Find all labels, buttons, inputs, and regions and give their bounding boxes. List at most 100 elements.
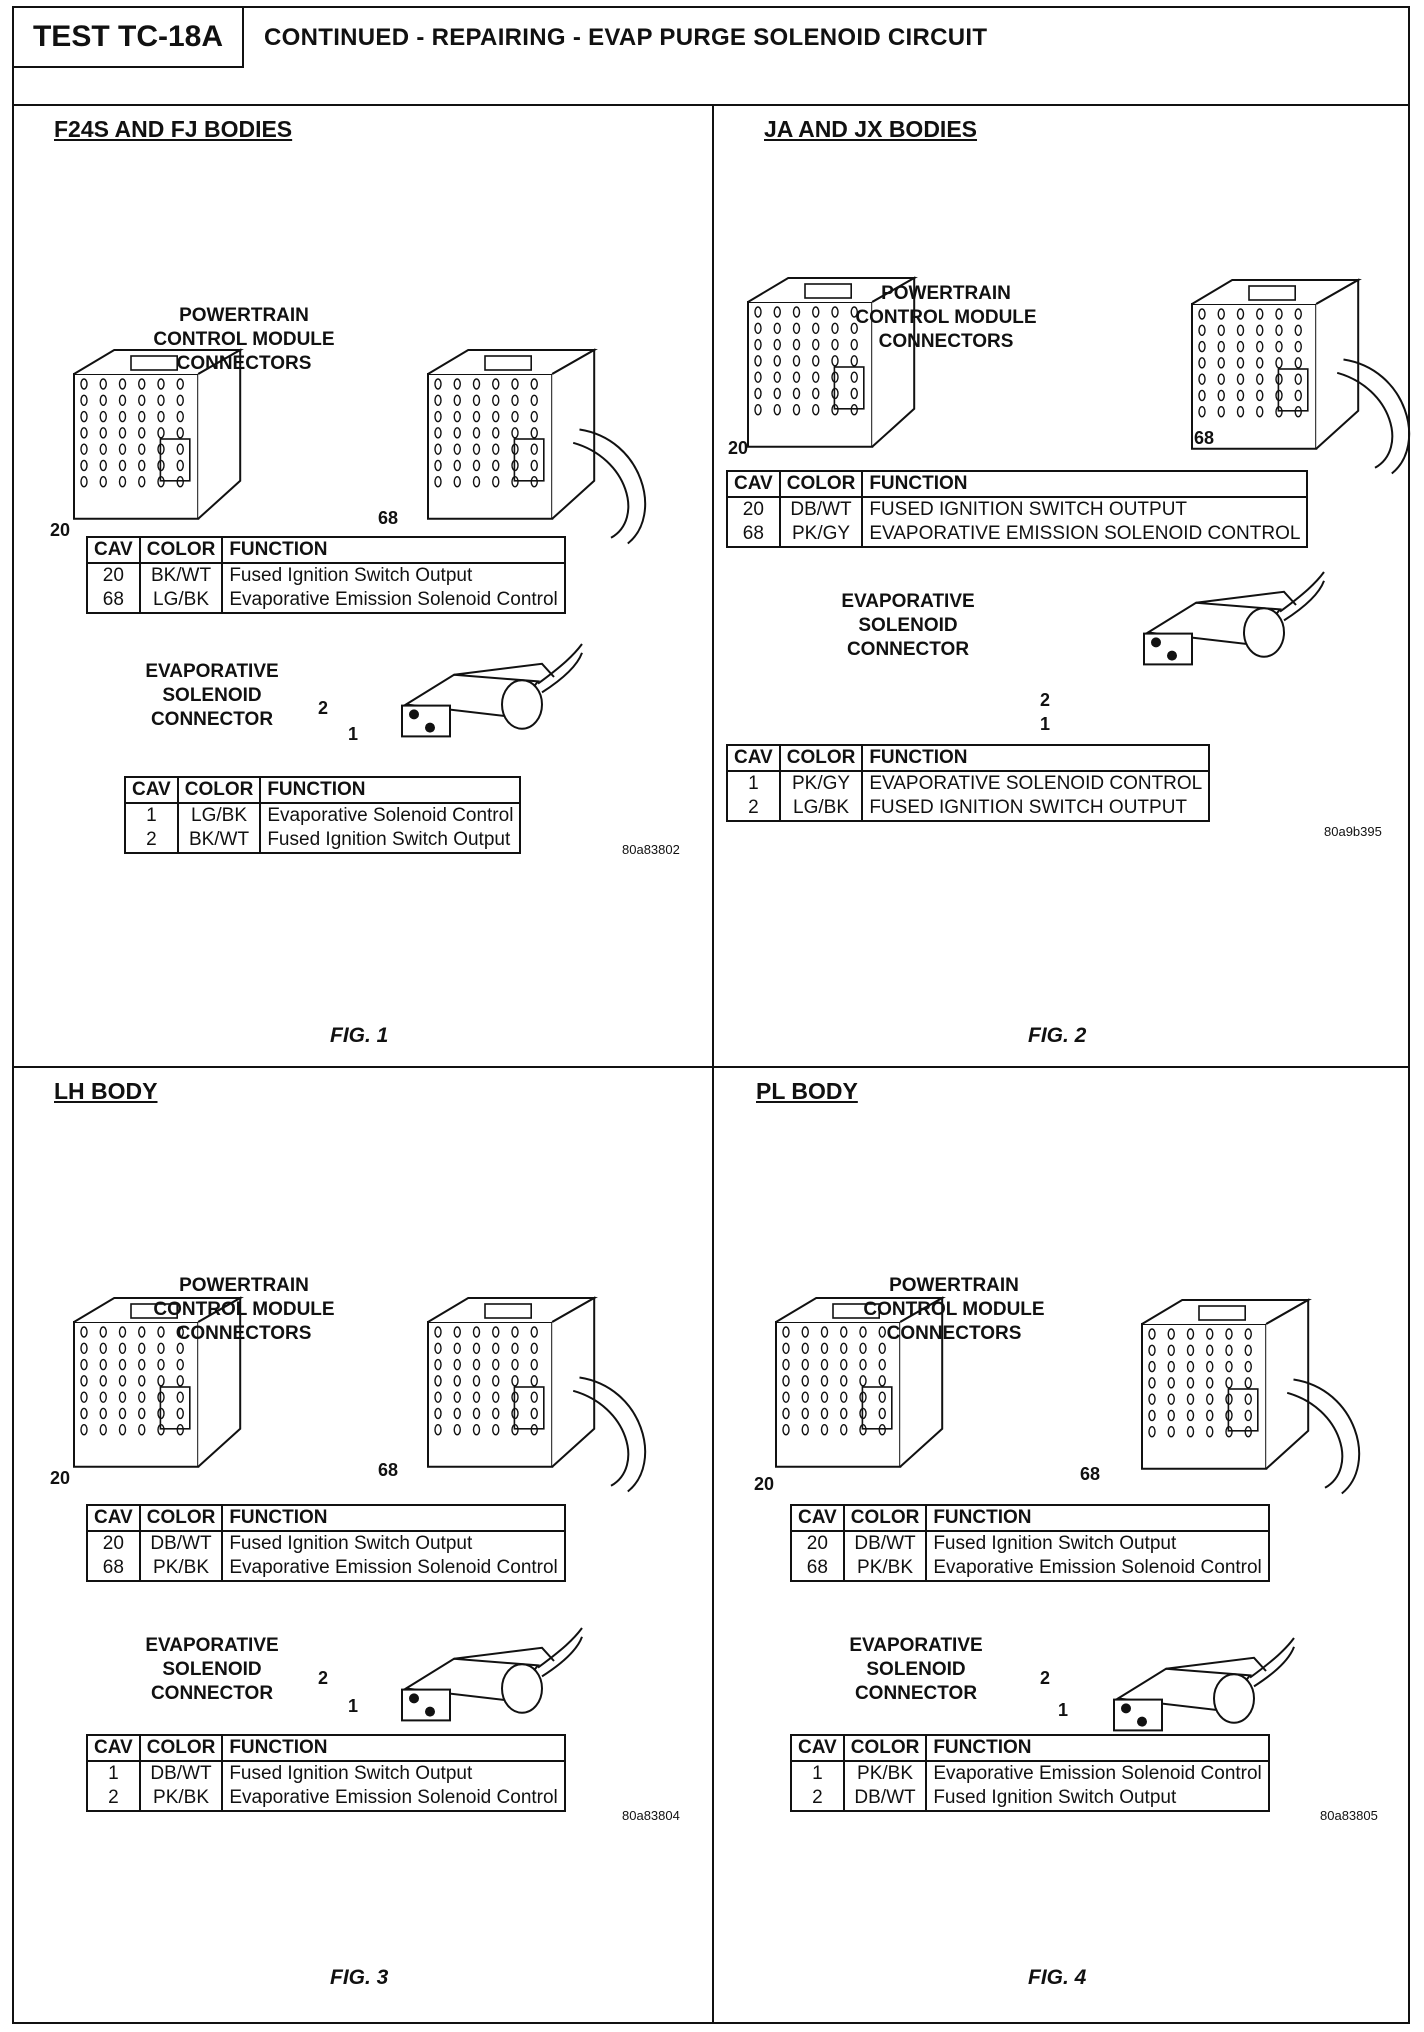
cell-cav: 68 xyxy=(86,1556,141,1582)
table-row: 1 PK/GY EVAPORATIVE SOLENOID CONTROL xyxy=(726,771,1211,796)
table-row: 20 DB/WT FUSED IGNITION SWITCH OUTPUT xyxy=(726,497,1309,522)
cell-color: DB/WT xyxy=(138,1531,224,1556)
cell-cav: 68 xyxy=(86,588,141,614)
evap-connector-label: EVAPORATIVE SOLENOID CONNECTOR xyxy=(122,1634,302,1706)
pin-label-2: 2 xyxy=(318,1668,329,1688)
pcm-connector-a-icon xyxy=(73,348,244,520)
cell-function: Fused Ignition Switch Output xyxy=(221,1761,566,1786)
label-line: SOLENOID xyxy=(858,615,958,636)
figure-panel-4: PL BODY POWERTRAIN CONTROL MODULE xyxy=(714,1068,1410,2024)
cell-cav: 20 xyxy=(726,497,781,522)
label-line: SOLENOID xyxy=(162,685,262,706)
cell-cav: 1 xyxy=(726,771,781,796)
pin-label-20: 20 xyxy=(50,1468,71,1488)
evap-pinout-table: CAV COLOR FUNCTION 1 DB/WT Fused Ignitio… xyxy=(86,1734,566,1812)
cell-function: Evaporative Emission Solenoid Control xyxy=(221,588,566,614)
cell-function: Evaporative Emission Solenoid Control xyxy=(925,1556,1270,1582)
table-row: 1 LG/BK Evaporative Solenoid Control xyxy=(124,803,522,828)
table-row: 20 BK/WT Fused Ignition Switch Output xyxy=(86,563,566,588)
illustration-code: 80a9b395 xyxy=(1324,824,1382,839)
cell-color: DB/WT xyxy=(842,1531,928,1556)
pin-label-68: 68 xyxy=(1080,1464,1101,1484)
cell-function: EVAPORATIVE EMISSION SOLENOID CONTROL xyxy=(861,522,1309,548)
panel-title: LH BODY xyxy=(54,1078,158,1104)
evap-connector-label: EVAPORATIVE SOLENOID CONNECTOR xyxy=(818,590,998,662)
pcm-connector-b-icon xyxy=(427,348,647,545)
label-line: SOLENOID xyxy=(162,1659,262,1680)
col-header-function: FUNCTION xyxy=(221,1504,566,1532)
cell-cav: 2 xyxy=(726,796,781,822)
pcm-connectors-label: POWERTRAIN CONTROL MODULE CONNECTORS xyxy=(836,282,1056,354)
cell-function: FUSED IGNITION SWITCH OUTPUT xyxy=(861,497,1309,522)
cell-color: LG/BK xyxy=(778,796,864,822)
pcm-connector-b-icon xyxy=(427,1296,647,1493)
table-row: 2 DB/WT Fused Ignition Switch Output xyxy=(790,1786,1270,1812)
label-line: CONNECTOR xyxy=(150,709,274,730)
table-row: 2 BK/WT Fused Ignition Switch Output xyxy=(124,828,522,854)
col-header-function: FUNCTION xyxy=(221,536,566,564)
cell-cav: 1 xyxy=(86,1761,141,1786)
label-line: CONNECTORS xyxy=(886,1323,1022,1344)
col-header-cav: CAV xyxy=(726,470,781,498)
col-header-function: FUNCTION xyxy=(861,470,1309,498)
label-line: POWERTRAIN xyxy=(179,1275,309,1296)
figure-panel-3: LH BODY POWERTRAIN CONTROL MODULE xyxy=(12,1068,708,2024)
cell-function: Evaporative Emission Solenoid Control xyxy=(221,1786,566,1812)
figure-number: FIG. 3 xyxy=(330,1966,389,1989)
table-row: 1 PK/BK Evaporative Emission Solenoid Co… xyxy=(790,1761,1270,1786)
col-header-function: FUNCTION xyxy=(925,1734,1270,1762)
vertical-divider xyxy=(712,104,714,2024)
pin-label-1: 1 xyxy=(1058,1700,1069,1720)
cell-color: PK/GY xyxy=(778,771,864,796)
cell-color: BK/WT xyxy=(176,828,262,854)
figure-panel-1: F24S AND FJ BODIES POWERTRAIN CONT xyxy=(12,104,708,1064)
evap-connector-label: EVAPORATIVE SOLENOID CONNECTOR xyxy=(122,660,302,732)
col-header-function: FUNCTION xyxy=(221,1734,566,1762)
panel-title: PL BODY xyxy=(756,1078,858,1104)
cell-function: Evaporative Emission Solenoid Control xyxy=(925,1761,1270,1786)
pcm-connectors-label: POWERTRAIN CONTROL MODULE CONNECTORS xyxy=(844,1274,1064,1346)
cell-color: DB/WT xyxy=(138,1761,224,1786)
cell-cav: 2 xyxy=(124,828,179,854)
cell-function: FUSED IGNITION SWITCH OUTPUT xyxy=(861,796,1211,822)
evap-pinout-table: CAV COLOR FUNCTION 1 PK/GY EVAPORATIVE S… xyxy=(726,744,1211,822)
evap-connector-icon xyxy=(401,643,583,738)
col-header-color: COLOR xyxy=(138,1504,224,1532)
cell-color: LG/BK xyxy=(176,803,262,828)
cell-color: LG/BK xyxy=(138,588,224,614)
illustration-code: 80a83804 xyxy=(622,1808,680,1823)
label-line: POWERTRAIN xyxy=(881,283,1011,304)
pin-label-1: 1 xyxy=(348,1696,359,1716)
label-line: EVAPORATIVE xyxy=(849,1635,983,1656)
pin-label-1: 1 xyxy=(1040,714,1051,734)
pcm-connector-a-icon xyxy=(775,1296,946,1468)
col-header-color: COLOR xyxy=(842,1504,928,1532)
cell-function: Fused Ignition Switch Output xyxy=(221,563,566,588)
cell-color: PK/GY xyxy=(778,522,864,548)
col-header-color: COLOR xyxy=(778,744,864,772)
cell-color: DB/WT xyxy=(842,1786,928,1812)
label-line: SOLENOID xyxy=(866,1659,966,1680)
label-line: CONNECTOR xyxy=(150,1683,274,1704)
panel-title: JA AND JX BODIES xyxy=(764,116,978,142)
cell-function: Evaporative Emission Solenoid Control xyxy=(221,1556,566,1582)
pin-label-20: 20 xyxy=(728,438,749,458)
pcm-connector-b-icon xyxy=(1141,1298,1361,1495)
col-header-cav: CAV xyxy=(726,744,781,772)
label-line: EVAPORATIVE xyxy=(841,591,975,612)
pin-label-68: 68 xyxy=(378,508,399,528)
cell-function: Fused Ignition Switch Output xyxy=(925,1531,1270,1556)
col-header-cav: CAV xyxy=(86,1504,141,1532)
table-row: 20 DB/WT Fused Ignition Switch Output xyxy=(86,1531,566,1556)
pcm-connectors-label: POWERTRAIN CONTROL MODULE CONNECTORS xyxy=(134,1274,354,1346)
cell-cav: 68 xyxy=(790,1556,845,1582)
col-header-function: FUNCTION xyxy=(861,744,1211,772)
cell-color: PK/BK xyxy=(138,1786,224,1812)
pin-label-2: 2 xyxy=(318,698,329,718)
evap-connector-icon xyxy=(1113,1637,1295,1732)
col-header-cav: CAV xyxy=(790,1504,845,1532)
col-header-color: COLOR xyxy=(176,776,262,804)
cell-color: PK/BK xyxy=(138,1556,224,1582)
col-header-color: COLOR xyxy=(138,1734,224,1762)
cell-function: Fused Ignition Switch Output xyxy=(259,828,522,854)
